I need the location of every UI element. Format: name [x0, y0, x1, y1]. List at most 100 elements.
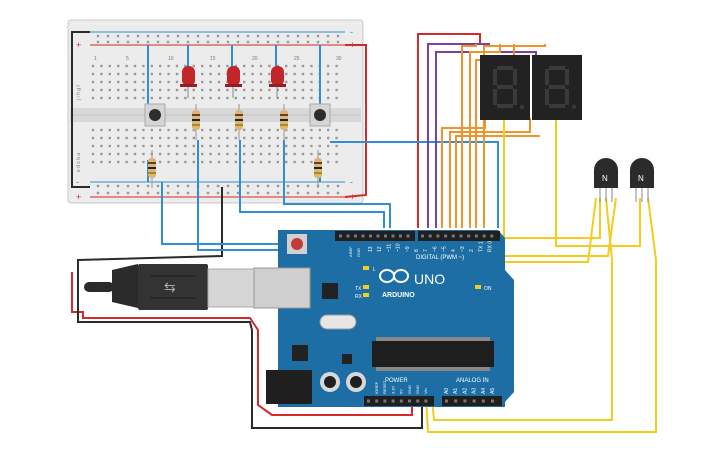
digital-pin-hole[interactable]	[459, 234, 463, 238]
power-pin-hole[interactable]	[375, 399, 379, 403]
breadboard-hole	[327, 88, 330, 92]
breadboard-hole	[335, 128, 338, 132]
breadboard-hole	[310, 128, 313, 132]
rail-hole	[286, 184, 290, 188]
arduino-uno-board[interactable]: ARDUINO UNO DIGITAL (PWM ~) POWER ANALOG…	[253, 230, 514, 407]
digital-pin-hole[interactable]	[399, 234, 402, 238]
usb-cable[interactable]: ⇆	[84, 264, 259, 310]
breadboard-hole	[259, 144, 263, 148]
push-button-1[interactable]	[144, 103, 166, 127]
digital-pin-hole[interactable]	[490, 234, 494, 238]
analog-pin-hole[interactable]	[472, 399, 476, 403]
digital-pin-hole[interactable]	[482, 234, 486, 238]
digital-pin-hole[interactable]	[444, 234, 448, 238]
rail-hole	[166, 184, 170, 188]
analog-header[interactable]	[442, 396, 502, 406]
digital-pin-hole[interactable]	[436, 234, 440, 238]
rail-hole	[326, 184, 330, 188]
digital-pin-hole[interactable]	[339, 234, 342, 238]
power-pin-hole[interactable]	[416, 399, 420, 403]
rail-hole	[296, 34, 300, 38]
led-rx-indicator	[363, 293, 369, 297]
rail-hole	[156, 40, 160, 44]
power-header[interactable]	[364, 396, 434, 406]
breadboard-hole	[293, 160, 296, 164]
digital-pin-hole[interactable]	[421, 234, 424, 238]
breadboard-hole	[268, 96, 271, 100]
power-pin-label: Vin	[423, 388, 428, 394]
digital-pin-hole[interactable]	[346, 234, 350, 238]
seven-segment-display-right[interactable]	[532, 55, 582, 120]
resistor-5[interactable]	[314, 150, 322, 188]
digital-header-2[interactable]	[418, 231, 500, 241]
breadboard-hole	[159, 160, 162, 164]
rail-minus-bottom-left: +	[76, 192, 81, 202]
rail-hole	[236, 191, 240, 195]
breadboard-hole	[108, 136, 111, 140]
breadboard-hole	[167, 88, 170, 92]
led-rx-label: RX	[355, 294, 363, 300]
digital-pin-hole[interactable]	[376, 234, 380, 238]
analog-pin-hole[interactable]	[454, 399, 458, 403]
breadboard-hole	[201, 136, 204, 140]
rail-hole	[266, 191, 270, 195]
digital-pin-hole[interactable]	[428, 234, 432, 238]
breadboard-hole	[125, 64, 128, 68]
breadboard[interactable]: - + - + - + - + 1 5 10 15 20 25 30 j i h…	[67, 19, 364, 204]
digital-pin-hole[interactable]	[361, 234, 365, 238]
breadboard-hole	[133, 72, 137, 76]
display-segment	[513, 69, 517, 85]
breadboard-hole	[100, 72, 103, 76]
power-pin-hole[interactable]	[367, 399, 370, 403]
seven-segment-display-left[interactable]	[480, 55, 530, 120]
digital-pin-hole[interactable]	[354, 234, 357, 238]
breadboard-hole	[234, 88, 237, 92]
digital-pin-hole[interactable]	[467, 234, 471, 238]
rail-hole	[276, 184, 280, 188]
digital-header-1[interactable]	[335, 231, 415, 241]
push-button-2[interactable]	[309, 103, 331, 127]
power-label: POWER	[385, 378, 408, 384]
analog-pin-hole[interactable]	[481, 399, 485, 403]
reset-button[interactable]	[291, 238, 303, 250]
power-pin-hole[interactable]	[408, 399, 411, 403]
power-pin-hole[interactable]	[391, 399, 395, 403]
rail-hole	[296, 40, 300, 44]
resistor-3[interactable]	[280, 104, 288, 140]
digital-pin-hole[interactable]	[369, 234, 372, 238]
breadboard-hole	[209, 72, 212, 76]
analog-pin-label: A3	[472, 388, 478, 394]
led-3[interactable]	[269, 66, 286, 98]
resistor-1[interactable]	[192, 104, 200, 140]
breadboard-hole	[184, 96, 187, 100]
breadboard-hole	[327, 136, 330, 140]
analog-pin-hole[interactable]	[491, 399, 494, 403]
digital-pin-hole[interactable]	[391, 234, 395, 238]
breadboard-hole	[201, 144, 204, 148]
resistor-2[interactable]	[235, 104, 243, 140]
led-1[interactable]	[180, 66, 197, 98]
resistor-4[interactable]	[148, 150, 156, 188]
led-2[interactable]	[225, 66, 242, 98]
rail-hole	[246, 191, 250, 195]
analog-pin-hole[interactable]	[445, 399, 448, 403]
rail-minus-top-left: +	[76, 40, 81, 50]
breadboard-hole	[293, 64, 296, 68]
breadboard-hole	[142, 64, 145, 68]
transistor-1[interactable]: N	[594, 158, 618, 202]
transistor-2[interactable]: N	[630, 158, 654, 202]
breadboard-hole	[243, 136, 246, 140]
display-segment	[497, 85, 513, 89]
power-pin-hole[interactable]	[383, 399, 387, 403]
digital-pin-hole[interactable]	[474, 234, 478, 238]
power-pin-hole[interactable]	[424, 399, 428, 403]
breadboard-hole	[159, 96, 162, 100]
digital-pin-hole[interactable]	[406, 234, 410, 238]
digital-pin-hole[interactable]	[384, 234, 387, 238]
breadboard-hole	[175, 160, 179, 164]
digital-pin-hole[interactable]	[451, 234, 455, 238]
digital-pin-label: ~9	[405, 246, 411, 252]
breadboard-hole	[125, 128, 128, 132]
analog-pin-hole[interactable]	[463, 399, 467, 403]
power-pin-hole[interactable]	[399, 399, 403, 403]
